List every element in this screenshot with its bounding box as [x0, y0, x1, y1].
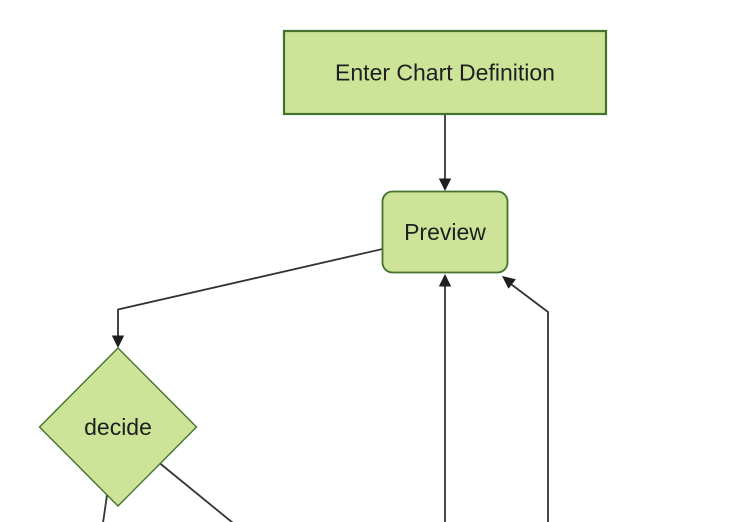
edge-line	[117, 248, 383, 337]
edge-offscreen-to-preview-center	[438, 274, 452, 522]
node-preview: Preview	[381, 190, 509, 274]
node-decide: decide	[38, 347, 198, 507]
edge-enter-chart-definition-to-preview	[438, 114, 452, 191]
node-preview-label: Preview	[404, 219, 486, 245]
arrowhead-icon	[438, 274, 452, 287]
node-enter-chart-definition: Enter Chart Definition	[282, 29, 608, 116]
node-decide-label: decide	[84, 414, 152, 440]
edge-decide-to-offscreen-left	[102, 491, 109, 522]
edge-line	[510, 283, 549, 522]
edge-preview-to-decide	[111, 248, 383, 348]
node-enter-chart-definition-label: Enter Chart Definition	[335, 60, 555, 86]
arrowhead-icon	[111, 335, 125, 348]
arrowhead-icon	[502, 276, 516, 289]
arrowhead-icon	[438, 178, 452, 191]
node-preview-shape	[381, 190, 509, 274]
edge-decide-to-offscreen-right	[158, 462, 234, 522]
edge-offscreen-to-preview-right	[502, 276, 549, 522]
node-decide-shape	[38, 347, 198, 507]
node-enter-chart-definition-shape	[282, 29, 608, 116]
